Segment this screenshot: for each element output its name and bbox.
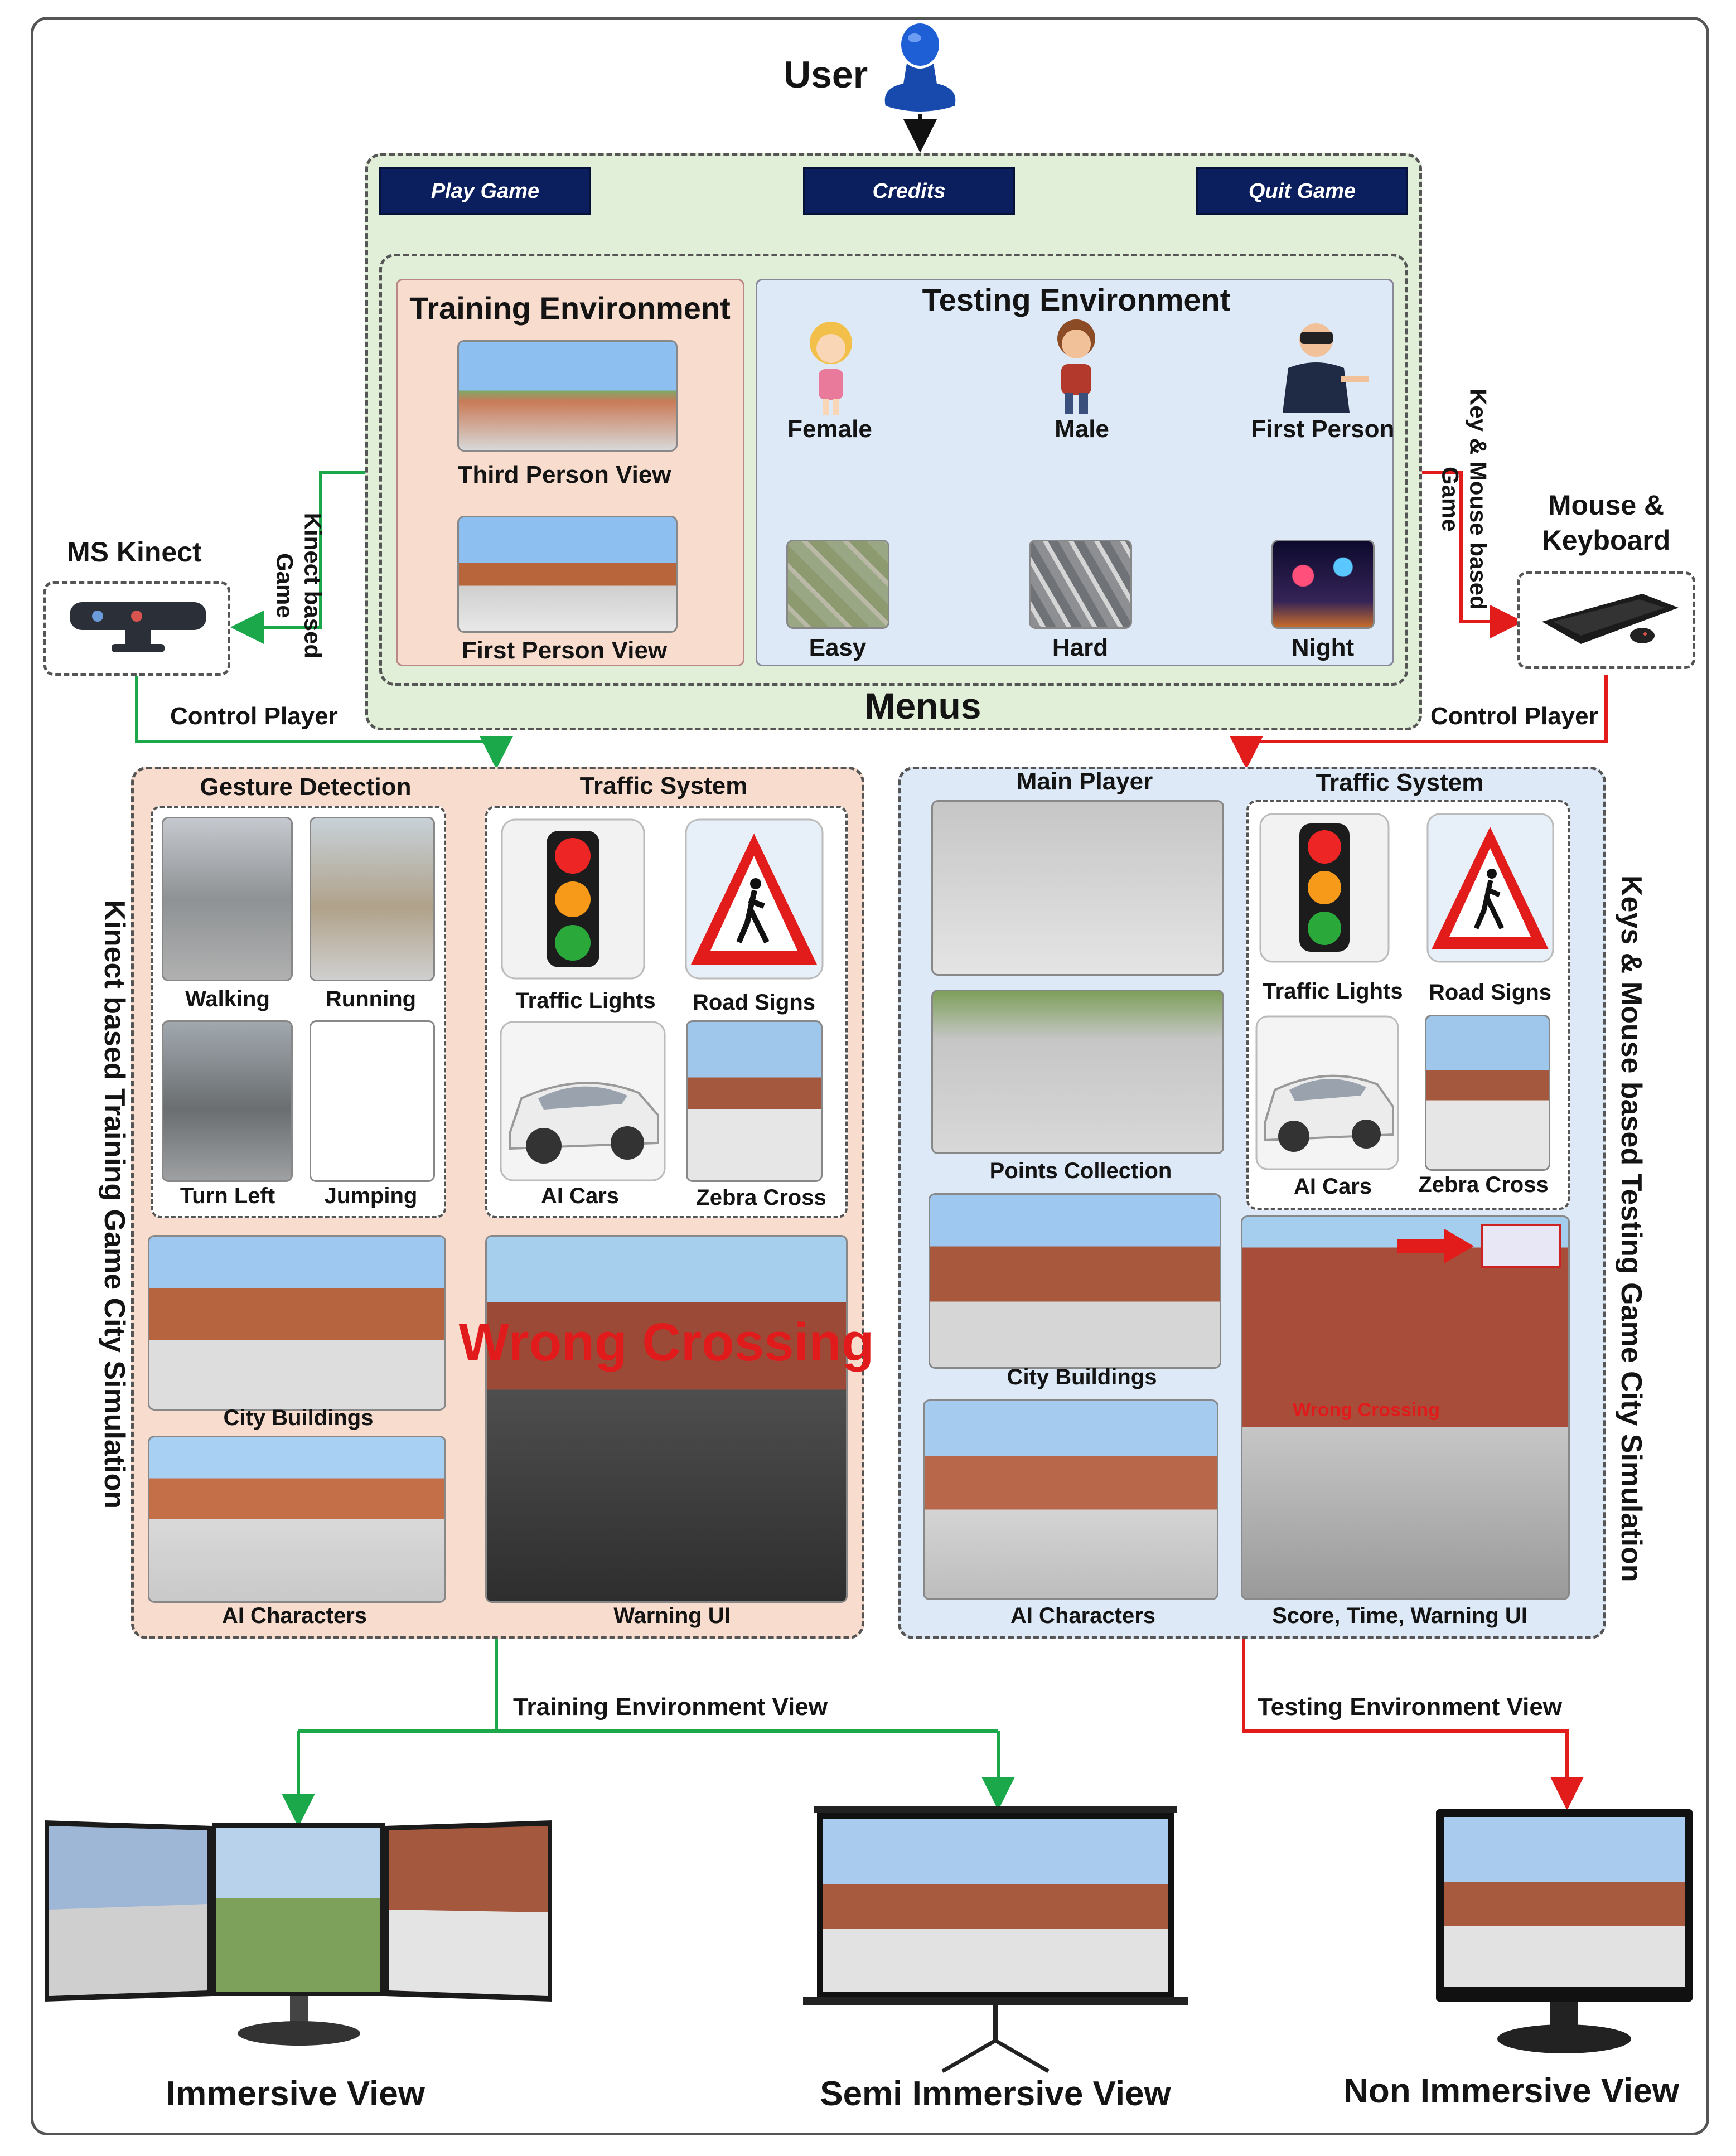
mouse-keyboard-label: Mouse & Keyboard xyxy=(1541,490,1671,556)
easy-level-image xyxy=(786,540,889,629)
testing-ai-car-icon xyxy=(1255,1015,1400,1171)
kinect-city-buildings-label: City Buildings xyxy=(223,1406,374,1430)
kinect-ai-cars-label: AI Cars xyxy=(540,1184,620,1208)
kinect-zebra-cross-image xyxy=(686,1020,823,1182)
non-immersive-view-label: Non Immersive View xyxy=(1343,2072,1679,2110)
kinect-sensor-icon xyxy=(64,597,212,658)
night-level-image xyxy=(1271,540,1375,629)
kinect-ai-characters-label: AI Characters xyxy=(221,1603,367,1628)
red-arrow-icon xyxy=(1397,1227,1475,1266)
testing-road-signs-label: Road Signs xyxy=(1428,980,1552,1005)
running-label: Running xyxy=(325,987,417,1011)
kinect-game-side-label: Kinect based Game xyxy=(272,512,326,659)
jumping-label: Jumping xyxy=(324,1184,418,1208)
quit-game-button[interactable]: Quit Game xyxy=(1196,167,1408,215)
points-collection-image xyxy=(931,990,1224,1154)
kinect-road-signs-label: Road Signs xyxy=(692,990,816,1015)
warning-ui-image xyxy=(485,1235,848,1603)
kinect-zebra-cross-label: Zebra Cross xyxy=(696,1185,826,1210)
keyboard-mouse-icon xyxy=(1531,583,1684,658)
testing-road-sign-icon xyxy=(1425,811,1556,965)
non-immersive-display-icon xyxy=(1436,1809,1693,2060)
road-sign-icon xyxy=(683,817,825,981)
night-label: Night xyxy=(1291,634,1355,661)
points-collection-label: Points Collection xyxy=(989,1159,1172,1183)
male-label: Male xyxy=(1055,415,1109,443)
keyboard-game-side-label: Key & Mouse based Game xyxy=(1437,388,1492,610)
kinect-panel-side-title: Kinect based Training Game City Simulati… xyxy=(98,899,130,1509)
kinect-ai-characters-image xyxy=(148,1436,446,1603)
first-person-view-image xyxy=(457,516,678,633)
female-character-icon xyxy=(797,318,864,418)
score-time-warning-label: Score, Time, Warning UI xyxy=(1272,1603,1527,1628)
training-env-title: Training Environment xyxy=(409,290,731,326)
kinect-city-buildings-image xyxy=(148,1235,446,1411)
testing-zebra-cross-image xyxy=(1425,1015,1550,1171)
wrong-crossing-warning: Wrong Crossing xyxy=(458,1312,874,1372)
ms-kinect-label: MS Kinect xyxy=(67,536,202,568)
first-person-label: First Person xyxy=(1251,415,1395,443)
credits-button[interactable]: Credits xyxy=(803,167,1015,215)
score-panel-box xyxy=(1481,1224,1561,1268)
immersive-display-icon xyxy=(45,1815,552,2049)
gesture-detection-title: Gesture Detection xyxy=(200,773,412,801)
testing-zebra-cross-label: Zebra Cross xyxy=(1418,1173,1549,1197)
female-label: Female xyxy=(787,415,872,443)
semi-immersive-view-label: Semi Immersive View xyxy=(820,2075,1171,2113)
menus-title: Menus xyxy=(864,685,981,726)
kinect-traffic-lights-label: Traffic Lights xyxy=(515,989,656,1013)
jumping-image xyxy=(310,1020,435,1182)
testing-panel-side-title: Keys & Mouse based Testing Game City Sim… xyxy=(1615,875,1647,1582)
easy-label: Easy xyxy=(809,634,867,661)
warning-ui-label: Warning UI xyxy=(613,1603,731,1628)
testing-ai-characters-label: AI Characters xyxy=(1010,1603,1156,1628)
testing-traffic-light-icon xyxy=(1258,811,1391,965)
immersive-view-label: Immersive View xyxy=(166,2075,425,2113)
turn-left-image xyxy=(162,1020,293,1182)
testing-traffic-lights-label: Traffic Lights xyxy=(1263,979,1403,1004)
user-figure-icon xyxy=(881,22,959,117)
score-time-warning-image xyxy=(1241,1215,1570,1600)
user-label: User xyxy=(784,54,868,96)
first-person-view-label: First Person View xyxy=(461,637,668,664)
third-person-view-image xyxy=(457,340,678,452)
outer-frame xyxy=(31,17,1709,2135)
kinect-traffic-system-title: Traffic System xyxy=(579,772,748,800)
hard-level-image xyxy=(1029,540,1132,629)
testing-ai-cars-label: AI Cars xyxy=(1293,1174,1372,1199)
main-player-title: Main Player xyxy=(1016,768,1153,795)
walking-label: Walking xyxy=(185,987,270,1011)
environments-container xyxy=(379,254,1408,686)
main-player-image xyxy=(931,800,1224,976)
testing-traffic-system-title: Traffic System xyxy=(1316,769,1484,796)
first-person-character-icon xyxy=(1271,315,1372,415)
play-game-button[interactable]: Play Game xyxy=(379,167,591,215)
semi-immersive-display-icon xyxy=(803,1806,1188,2074)
hard-label: Hard xyxy=(1052,634,1109,661)
turn-left-label: Turn Left xyxy=(180,1184,275,1208)
traffic-light-icon xyxy=(499,817,647,981)
kinect-control-player-label: Control Player xyxy=(170,702,338,730)
testing-wrong-crossing-text: Wrong Crossing xyxy=(1293,1399,1440,1421)
testing-environment-view-label: Testing Environment View xyxy=(1258,1693,1563,1721)
testing-city-buildings-image xyxy=(929,1193,1221,1369)
walking-image xyxy=(162,817,293,981)
ai-car-icon xyxy=(499,1020,666,1182)
keyboard-control-player-label: Control Player xyxy=(1430,702,1598,730)
testing-ai-characters-image xyxy=(923,1399,1218,1600)
testing-city-buildings-label: City Buildings xyxy=(1007,1365,1157,1389)
testing-env-title: Testing Environment xyxy=(922,282,1231,317)
running-image xyxy=(310,817,435,981)
male-character-icon xyxy=(1040,315,1113,418)
third-person-view-label: Third Person View xyxy=(457,461,671,488)
training-environment-view-label: Training Environment View xyxy=(513,1693,828,1721)
